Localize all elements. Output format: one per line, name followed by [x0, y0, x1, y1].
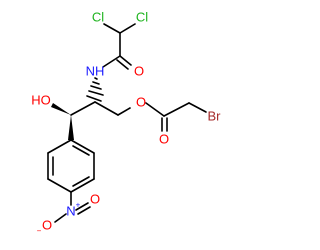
atom-nitro-o-top: O [90, 192, 100, 207]
atom-amide-o: O [134, 64, 144, 79]
atom-cl-left: Cl [92, 10, 104, 25]
atom-cl-right: Cl [136, 10, 148, 25]
atom-carbonyl-o: O [159, 132, 169, 147]
bond-ring-1 [70, 139, 95, 154]
bond-chcl2-cl-left [103, 23, 121, 34]
atom-nitro-o-charge: − [37, 227, 42, 236]
bond-ester-c-ch2 [163, 102, 190, 117]
atom-nitro-n-charge: + [76, 201, 81, 210]
atom-nitro-n: N [66, 204, 75, 219]
atom-nitro-o-bottom: O [42, 218, 52, 233]
bond-c2-c3 [94, 101, 119, 116]
bond-ring-4 [47, 178, 72, 193]
bond-c3-o-ester [117, 107, 131, 116]
atom-br: Br [208, 109, 222, 124]
bond-c2-c1 [70, 101, 96, 116]
bond-ring-6 [47, 139, 72, 154]
bond-n-c2-hashed [86, 77, 104, 102]
bond-ring-3 [70, 178, 95, 193]
bond-nitro-n-o-top [75, 202, 89, 211]
bonds [47, 23, 207, 223]
bond-c1-oh-wedge [51, 103, 71, 115]
atom-nh: NH [86, 64, 105, 79]
bond-amide-c-o-double [116, 59, 129, 70]
bond-nitro-n-o-top-double [77, 206, 91, 215]
bond-ring-inner-2 [72, 176, 90, 187]
bond-ch2-br [188, 102, 207, 113]
chemical-structure-diagram: Cl Cl NH O HO O O Br N + O O − [31, 10, 221, 236]
bond-amide-c-n [102, 55, 121, 68]
bond-o-ester-c [145, 102, 165, 117]
bond-nitro-n-o-bottom [54, 213, 67, 223]
atom-ester-o: O [136, 95, 146, 110]
bond-ring-inner-1 [72, 145, 90, 156]
bond-c1-ring-wedge [68, 115, 74, 140]
atom-labels: Cl Cl NH O HO O O Br N + O O − [31, 10, 221, 236]
bond-amide-c-o [119, 55, 132, 66]
bond-chcl2-cl-right [119, 23, 136, 34]
atom-ho: HO [31, 93, 51, 108]
